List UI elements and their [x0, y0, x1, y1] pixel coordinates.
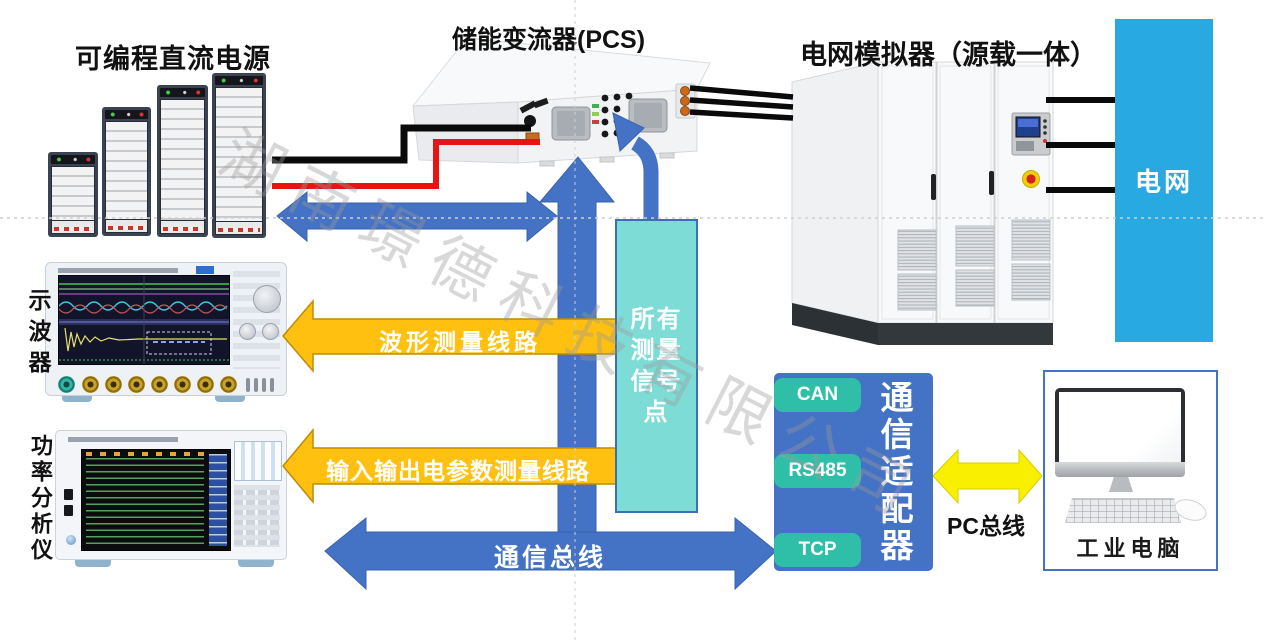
dc-source-title: 可编程直流电源 [75, 44, 271, 74]
ac-cables-pcs-to-simulator [689, 85, 794, 121]
bnc-connector [197, 376, 214, 393]
bnc-connector [174, 376, 191, 393]
analyzer-brand-strip [68, 437, 178, 442]
signal-points-box: 所有 测量 信号 点 [615, 219, 698, 513]
scope-foot [215, 394, 245, 402]
monitor-stand [1109, 477, 1133, 492]
bnc-connector [128, 376, 145, 393]
pc-bus-arrow [932, 448, 1043, 505]
rack-display [215, 76, 263, 85]
vertical-guide-line [574, 0, 576, 643]
dc-measure-arrow [276, 190, 558, 243]
scope-main-knob [253, 285, 281, 313]
power-analyzer-image [55, 430, 287, 560]
dc-rack-4 [212, 73, 266, 238]
industrial-pc-box: 工业电脑 [1043, 370, 1218, 571]
analyzer-panel [234, 441, 282, 551]
analyzer-foot [75, 558, 111, 567]
bnc-connector [220, 376, 237, 393]
pcs-signal-pipe-arrow [612, 112, 659, 222]
waveform-arrow-label: 波形测量线路 [379, 329, 541, 355]
dc-rack-2 [102, 107, 151, 236]
pcs-image [411, 37, 711, 167]
oscilloscope-image [45, 262, 287, 396]
scope-foot [62, 394, 92, 402]
rack-display [51, 155, 95, 164]
rack-modules [51, 166, 95, 221]
scope-badge [196, 266, 214, 274]
horizontal-guide-line [0, 217, 1267, 219]
scope-waveforms [58, 276, 229, 364]
port-tab-tcp: TCP [774, 533, 861, 567]
dc-rack-1 [48, 152, 98, 237]
industrial-pc-label: 工业电脑 [1076, 536, 1185, 561]
rack-modules [215, 87, 263, 222]
rack-modules [105, 121, 148, 220]
comm-bus-arrow-label: 通信总线 [493, 544, 606, 572]
monitor-screen [1059, 392, 1181, 464]
rack-modules [160, 99, 205, 221]
comm-adapter-box: 通信适配器 CAN RS485 TCP [774, 373, 933, 571]
bnc-connector [151, 376, 168, 393]
monitor-chin [1055, 462, 1185, 477]
pc-bus-label: PC总线 [947, 513, 1025, 539]
grid-simulator-title: 电网模拟器（源载一体） [800, 40, 1097, 70]
port-tab-can: CAN [774, 378, 861, 412]
rack-display [105, 110, 148, 119]
analyzer-screen [81, 449, 231, 551]
bnc-connector [105, 376, 122, 393]
pcs-title: 储能变流器(PCS) [452, 26, 646, 54]
scope-screen [58, 275, 230, 365]
grid-box: 电网 [1115, 19, 1213, 342]
grid-simulator-image [791, 61, 1054, 345]
signal-points-line: 点 [643, 398, 670, 426]
probe-pin [270, 378, 274, 392]
analyzer-subpanel [234, 441, 282, 481]
bnc-connector [58, 376, 75, 393]
probe-pin [254, 378, 258, 392]
scope-small-knob-2 [262, 323, 279, 340]
usb-port [64, 489, 73, 500]
monitor-icon [1055, 388, 1185, 468]
probe-pin [262, 378, 266, 392]
keyboard-icon [1065, 498, 1181, 523]
comm-adapter-label: 通信适配器 [876, 380, 913, 565]
analyzer-screen-header [86, 452, 204, 456]
grid-label: 电网 [1134, 167, 1193, 197]
rack-bottom [215, 222, 263, 235]
signal-points-line: 所有 [630, 305, 683, 333]
oscilloscope-label: 示波器 [25, 288, 51, 381]
rack-bottom [105, 220, 148, 233]
signal-points-line: 信号 [630, 367, 683, 395]
analyzer-foot [238, 558, 274, 567]
dc-rack-3 [157, 85, 208, 237]
rack-bottom [160, 221, 205, 234]
rack-display [160, 88, 205, 97]
dc-cables [272, 124, 540, 189]
scope-bnc-row [46, 375, 286, 395]
probe-pin [246, 378, 250, 392]
port-tab-rs485: RS485 [774, 454, 861, 488]
analyzer-screen-rows [86, 458, 204, 546]
analyzer-power-button [66, 535, 76, 545]
power-analyzer-label: 功率分析仪 [28, 434, 53, 564]
io-params-arrow-label: 输入输出电参数测量线路 [326, 458, 590, 484]
analyzer-buttons [234, 485, 280, 547]
usb-port [64, 505, 73, 516]
signal-points-line: 测量 [630, 336, 683, 364]
scope-brand-strip [58, 268, 178, 273]
scope-small-knob-1 [239, 323, 256, 340]
rack-bottom [51, 221, 95, 234]
analyzer-screen-sidebar [209, 454, 227, 546]
bnc-connector [82, 376, 99, 393]
ac-cables-simulator-to-grid [1046, 97, 1116, 193]
